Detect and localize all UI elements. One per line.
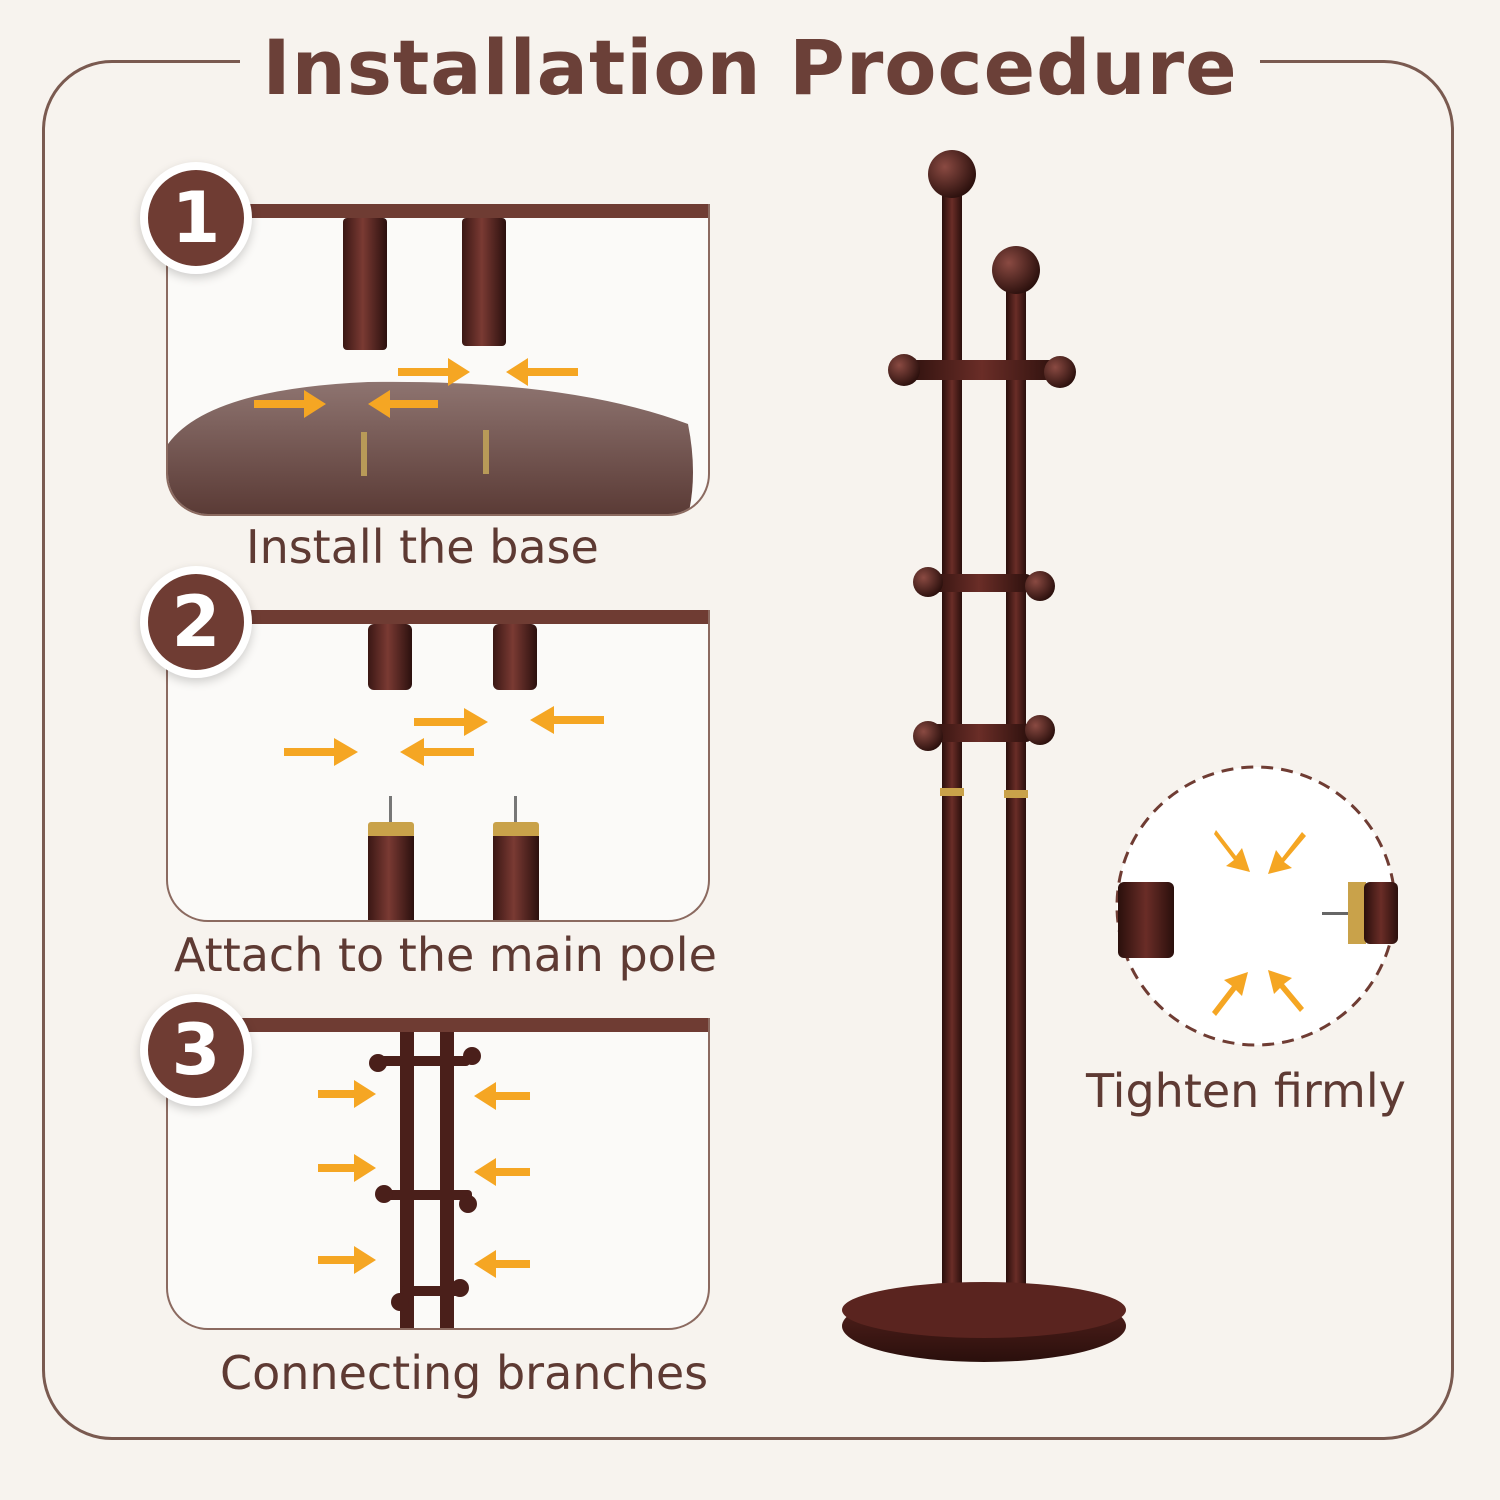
connect-branches-illustration [318,1032,530,1328]
step-3-panel [166,1018,710,1330]
step-3-caption: Connecting branches [220,1346,709,1400]
arrow-right-icon [398,358,470,386]
arrow-left-icon [368,390,438,418]
arrow-right-icon [254,390,326,418]
install-base-illustration [168,218,693,514]
attach-pole-illustration [284,624,604,920]
arrow-left-icon [506,358,578,386]
step-2-caption: Attach to the main pole [174,928,717,982]
step-2-header-bar [168,610,708,624]
step-2-panel [166,610,710,922]
step-1-caption: Install the base [246,520,599,574]
coat-rack-product [830,140,1150,1380]
step-3-header-bar [168,1018,708,1032]
step-1-header-bar [168,204,708,218]
tighten-detail-circle [1112,762,1402,1052]
step-3-badge: 3 [140,994,252,1106]
step-2-badge: 2 [140,566,252,678]
detail-caption: Tighten firmly [1086,1064,1406,1118]
page-title: Installation Procedure [240,18,1260,118]
step-1-badge: 1 [140,162,252,274]
step-1-panel [166,204,710,516]
